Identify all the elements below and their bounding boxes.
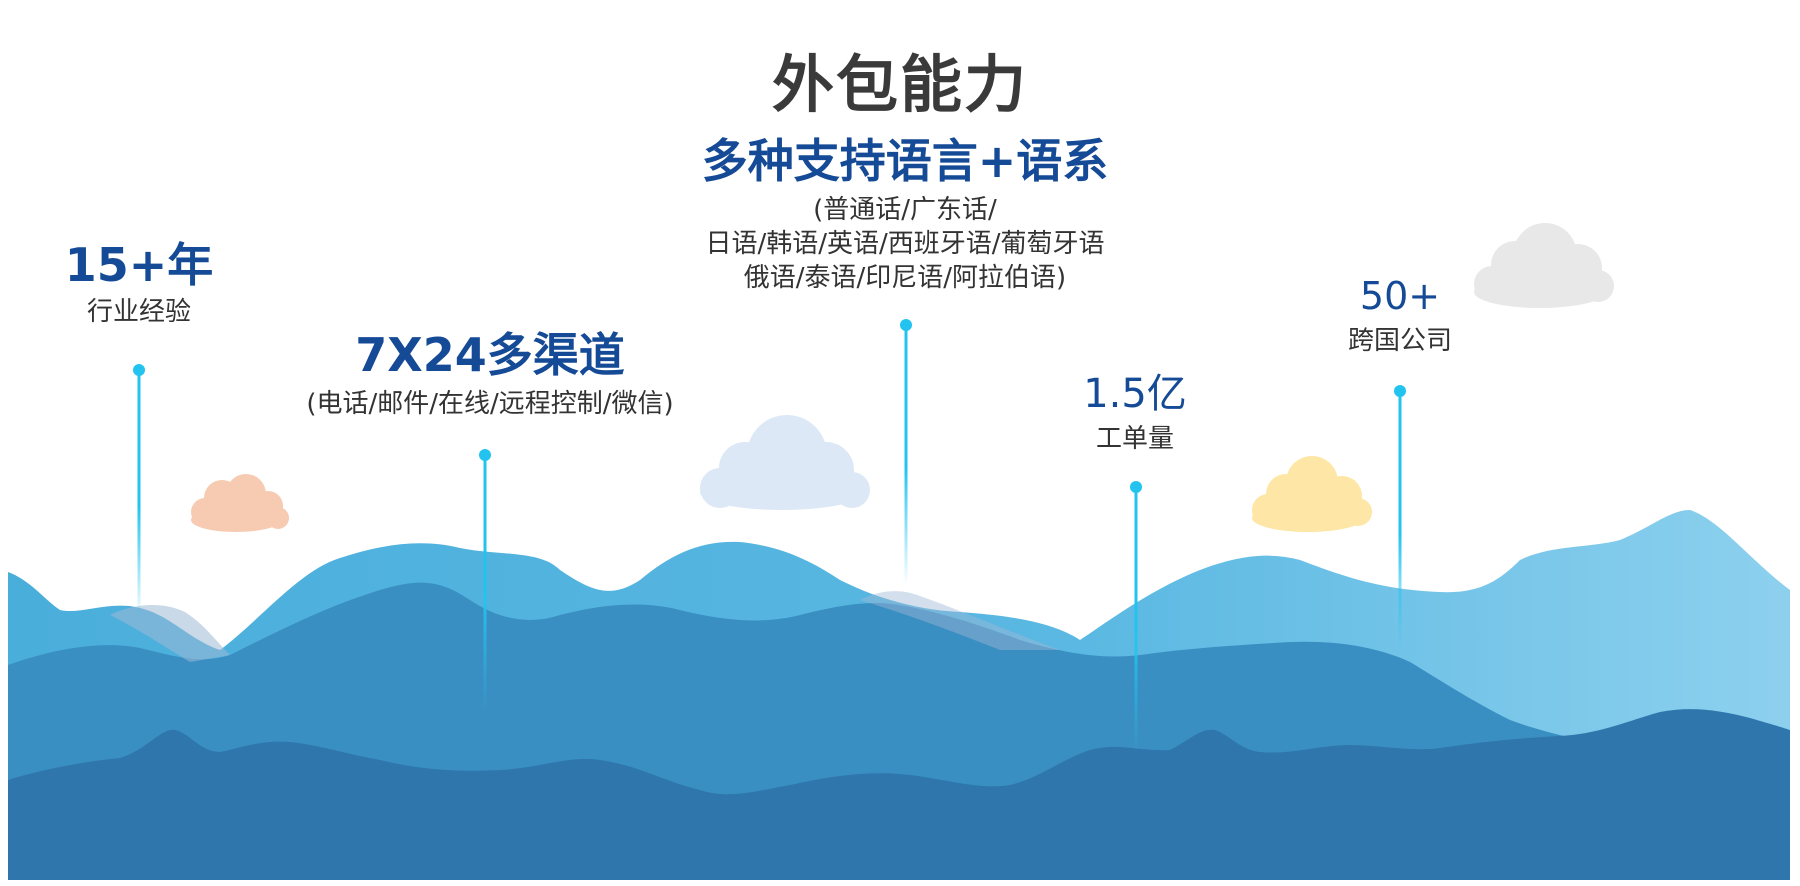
cloud-yellow bbox=[1252, 456, 1372, 532]
pin-line-multinationals bbox=[1398, 391, 1402, 651]
callout-languages: 多种支持语言+语系 (普通话/广东话/ 日语/韩语/英语/西班牙语/葡萄牙语 俄… bbox=[650, 136, 1160, 295]
callout-subtext: 跨国公司 bbox=[1347, 325, 1452, 356]
cloud-grey bbox=[1474, 223, 1614, 308]
callout-heading: 7X24多渠道 bbox=[355, 328, 625, 382]
pin-line-languages bbox=[904, 325, 908, 585]
callout-heading: 多种支持语言+语系 bbox=[701, 134, 1109, 188]
callout-subtext: (电话/邮件/在线/远程控制/微信) bbox=[306, 388, 674, 419]
callout-heading: 1.5亿 bbox=[1083, 371, 1187, 417]
callout-tickets: 1.5亿 工单量 bbox=[1060, 372, 1210, 456]
cloud-peach bbox=[191, 474, 289, 532]
page-title: 外包能力 bbox=[771, 48, 1028, 121]
cloud-blue bbox=[700, 415, 870, 510]
pin-dot-multinationals bbox=[1394, 385, 1406, 397]
pin-line-experience bbox=[137, 370, 141, 620]
pin-line-tickets bbox=[1134, 487, 1138, 752]
callout-subtext-line-3: 俄语/泰语/印尼语/阿拉伯语) bbox=[743, 262, 1067, 293]
pin-dot-languages bbox=[900, 319, 912, 331]
callout-subtext: 行业经验 bbox=[86, 296, 191, 327]
mountain-layer-front bbox=[8, 709, 1790, 880]
callout-heading: 50+ bbox=[1359, 274, 1441, 318]
mountain-ridge-overlay-2 bbox=[860, 591, 1060, 650]
pin-dot-tickets bbox=[1130, 481, 1142, 493]
callout-subtext-line-1: (普通话/广东话/ bbox=[813, 194, 997, 225]
callout-heading: 15+年 bbox=[64, 238, 214, 292]
callout-subtext-line-2: 日语/韩语/英语/西班牙语/葡萄牙语 bbox=[705, 228, 1105, 259]
callout-subtext: 工单量 bbox=[1095, 424, 1174, 454]
pin-line-channels bbox=[483, 455, 487, 710]
pin-dot-experience bbox=[133, 364, 145, 376]
callout-experience: 15+年 行业经验 bbox=[64, 240, 214, 329]
pin-dot-channels bbox=[479, 449, 491, 461]
callout-channels: 7X24多渠道 (电话/邮件/在线/远程控制/微信) bbox=[250, 330, 730, 421]
callout-multinationals: 50+ 跨国公司 bbox=[1320, 274, 1480, 358]
